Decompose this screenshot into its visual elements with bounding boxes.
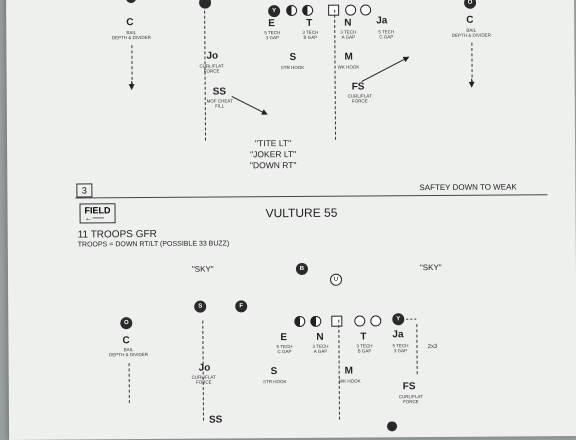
left-arrow-icon: ←── — [85, 215, 111, 221]
free-safety-label: FS — [403, 381, 416, 392]
play-title: VULTURE 55 — [266, 206, 338, 221]
sky-right-call: "SKY" — [420, 263, 442, 272]
route-lines-bottom — [8, 308, 576, 392]
ss-route-arrow — [232, 96, 267, 114]
play-note: SAFTEY DOWN TO WEAK — [419, 182, 516, 192]
player-b-icon: B — [296, 263, 308, 275]
strong-safety-label: SS — [209, 415, 222, 426]
fs-route-arrow — [361, 57, 408, 81]
play-number: 3 — [76, 183, 92, 197]
section-divider — [75, 194, 547, 198]
player-u-icon: U — [330, 274, 342, 286]
player-icon — [387, 421, 397, 431]
troops-note: TROOPS = DOWN RT/LT (POSSIBLE 33 BUZZ) — [78, 240, 230, 248]
play-calls: "TITE LT" "JOKER LT" "DOWN RT" — [243, 138, 303, 171]
sky-left-call: "SKY" — [192, 265, 214, 274]
formation-name: 11 TROOPS GFR — [78, 229, 157, 241]
field-direction-box: FIELD ←── — [79, 203, 115, 223]
